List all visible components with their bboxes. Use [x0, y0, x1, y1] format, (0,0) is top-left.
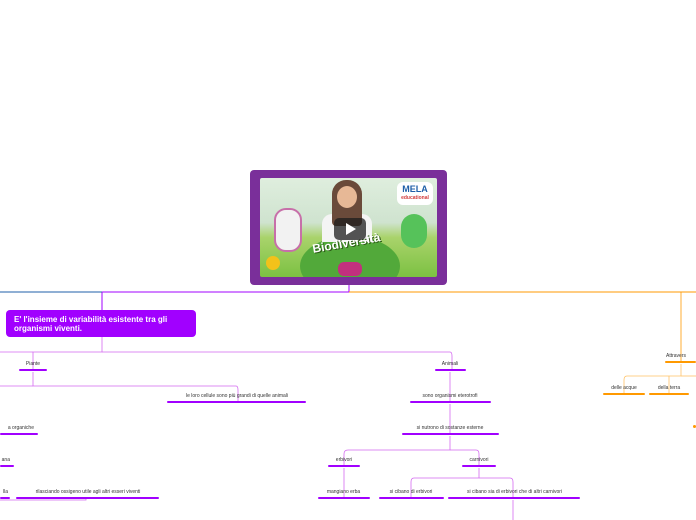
thumbnail-cartoon-left	[274, 208, 302, 252]
node-fragment-ana[interactable]: ana	[0, 457, 10, 463]
thumbnail-presenter-face	[337, 186, 357, 208]
node-sostanze-organiche-underline	[0, 433, 38, 435]
node-cibano-erbivori[interactable]: si cibano di erbivori	[378, 489, 444, 495]
node-sostanze-esterne[interactable]: si nutrono di sostanze esterne	[400, 425, 500, 431]
node-erbivori[interactable]: erbivori	[328, 457, 360, 463]
node-eterotrofi-underline	[410, 401, 491, 403]
node-attravers-underline	[665, 361, 696, 363]
node-terra[interactable]: della terra	[649, 385, 689, 391]
node-ossigeno[interactable]: rilasciando ossigeno utile agli altri es…	[16, 489, 160, 495]
play-button-icon[interactable]	[334, 218, 366, 240]
node-animali-underline	[435, 369, 466, 371]
node-sostanze-organiche[interactable]: a organiche	[0, 425, 34, 431]
node-acque[interactable]: delle acque	[603, 385, 645, 391]
video-frame[interactable]: MELA educational Biodiversità	[250, 170, 447, 285]
node-fragment-ana-underline	[0, 465, 14, 467]
node-cibano-erbivori-altri-underline	[448, 497, 580, 499]
video-logo-text: MELA	[402, 184, 428, 194]
node-erbivori-underline	[328, 465, 360, 467]
node-mangiano-erba[interactable]: mangiano erba	[316, 489, 371, 495]
node-ossigeno-underline	[16, 497, 159, 499]
node-mangiano-erba-underline	[318, 497, 370, 499]
node-cibano-erbivori-altri[interactable]: si cibano sia di erbivori che di altri c…	[449, 489, 580, 495]
node-cellule-underline	[167, 401, 306, 403]
node-fragment-lla[interactable]: lla	[0, 489, 8, 495]
thumbnail-cartoon-right	[401, 214, 427, 248]
node-sostanze-esterne-underline	[402, 433, 499, 435]
node-cellule[interactable]: le loro cellule sono più grandi di quell…	[166, 393, 308, 399]
video-thumbnail[interactable]: MELA educational Biodiversità	[260, 178, 437, 277]
node-cibano-erbivori-underline	[379, 497, 444, 499]
node-attravers[interactable]: Attravers	[666, 353, 696, 359]
node-animali[interactable]: Animali	[435, 361, 465, 367]
thumbnail-bee	[266, 256, 280, 270]
node-piante-underline	[19, 369, 47, 371]
node-eterotrofi[interactable]: sono organismi eterotrofi	[407, 393, 493, 399]
node-piante[interactable]: Piante	[18, 361, 48, 367]
node-acque-underline	[603, 393, 645, 395]
video-badge	[338, 262, 362, 276]
node-terra-underline	[649, 393, 689, 395]
video-logo-sub: educational	[397, 195, 433, 202]
root-topic[interactable]: E' l'insieme di variabilità esistente tr…	[6, 310, 196, 337]
node-carnivori-underline	[462, 465, 496, 467]
video-logo: MELA educational	[397, 182, 433, 205]
node-fragment-lla-underline	[0, 497, 10, 499]
node-carnivori[interactable]: carnivori	[461, 457, 497, 463]
